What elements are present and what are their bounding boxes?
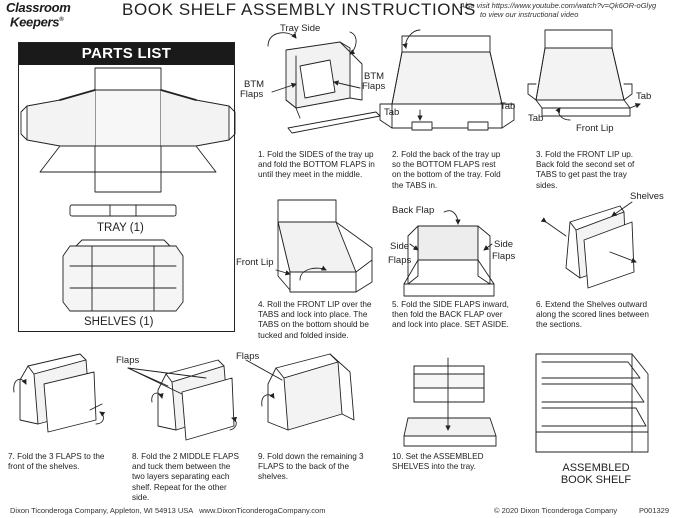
video-note-line-1[interactable]: Also visit https://www.youtube.com/watch… [460,1,657,10]
step-7-text: 7. Fold the 3 FLAPS to the front of the … [8,452,105,472]
step-9-text: 9. Fold down the remaining 3 FLAPS to th… [258,452,364,482]
step-6-text: 6. Extend the Shelves outward along the … [536,300,649,330]
step-1-text: 1. Fold the SIDES of the tray up and fol… [258,150,375,180]
step-5-text: 5. Fold the SIDE FLAPS inward, then fold… [392,300,509,330]
back-flap-label: Back Flap [392,205,435,216]
step7-illustration [13,353,106,433]
tab-step3-left-label: Tab [528,113,544,124]
parts-list-heading: PARTS LIST [19,43,234,65]
assembled-label-line-1: ASSEMBLED [562,462,630,474]
step-3-text: 3. Fold the FRONT LIP up. Back fold the … [536,150,635,190]
parts-list-panel: PARTS LIST [18,42,235,332]
flaps-step9-label: Flaps [236,351,260,362]
step-10-text: 10. Set the ASSEMBLED SHELVES into the t… [392,452,484,472]
step10-illustration [403,357,497,447]
flaps-step8-label: Flaps [116,355,140,366]
step-4-text: 4. Roll the FRONT LIP over the TABS and … [258,300,372,340]
front-lip-step3-label: Front Lip [576,123,614,134]
registered-mark: ® [59,17,64,23]
btm-flaps-right-label-2: Flaps [362,81,386,92]
tab-step3-right-label: Tab [636,91,652,102]
side-flaps-right-label-1: Side [494,239,514,250]
logo-line-2: Keepers® [10,14,86,28]
step6-illustration [540,201,637,289]
page-title: BOOK SHELF ASSEMBLY INSTRUCTIONS [122,0,476,19]
video-note: Also visit https://www.youtube.com/watch… [460,1,656,19]
step4-illustration [275,199,373,293]
tray-label: TRAY (1) [97,222,144,234]
side-flaps-left-label-1: Side [390,241,410,252]
classroom-keepers-logo: Classroom Keepers® [6,0,86,28]
step-2-text: 2. Fold the back of the tray up so the B… [392,150,501,190]
assembled-label-line-2: BOOK SHELF [560,474,632,486]
footer-product-code: P001329 [639,506,670,515]
logo-line-2-text: Keepers [10,14,60,30]
step-8-text: 8. Fold the 2 MIDDLE FLAPS and tuck them… [132,452,239,502]
step3-illustration [527,29,641,121]
logo-line-1: Classroom [6,0,71,15]
assembled-book-shelf-label: ASSEMBLED BOOK SHELF [536,462,656,486]
shelves-label: SHELVES (1) [84,316,154,328]
tray-flat-diagram [20,67,236,217]
side-flaps-right-label-2: Flaps [492,251,516,262]
shelves-callout-label: Shelves [630,191,664,202]
assembled-shelf-illustration [535,353,649,453]
step8-illustration [127,359,238,441]
step1-illustration [267,31,381,134]
front-lip-step4-label: Front Lip [236,257,274,268]
tab-step2-right-label: Tab [500,101,516,112]
footer-company-address: Dixon Ticonderoga Company, Appleton, WI … [10,506,326,515]
video-note-line-2: to view our instructional video [480,10,579,19]
footer-copyright: © 2020 Dixon Ticonderoga Company [494,506,618,515]
btm-flaps-right-label-1: BTM [364,71,385,82]
shelves-flat-diagram [62,239,184,312]
btm-flaps-left-label-2: Flaps [240,89,264,100]
tray-side-label: Tray Side [280,23,321,34]
step9-illustration [245,353,355,431]
step2-illustration [379,29,515,131]
side-flaps-left-label-2: Flaps [388,255,412,266]
step5-illustration [403,210,495,297]
btm-flaps-left-label-1: BTM [244,79,265,90]
tab-step2-left-label: Tab [384,107,400,118]
